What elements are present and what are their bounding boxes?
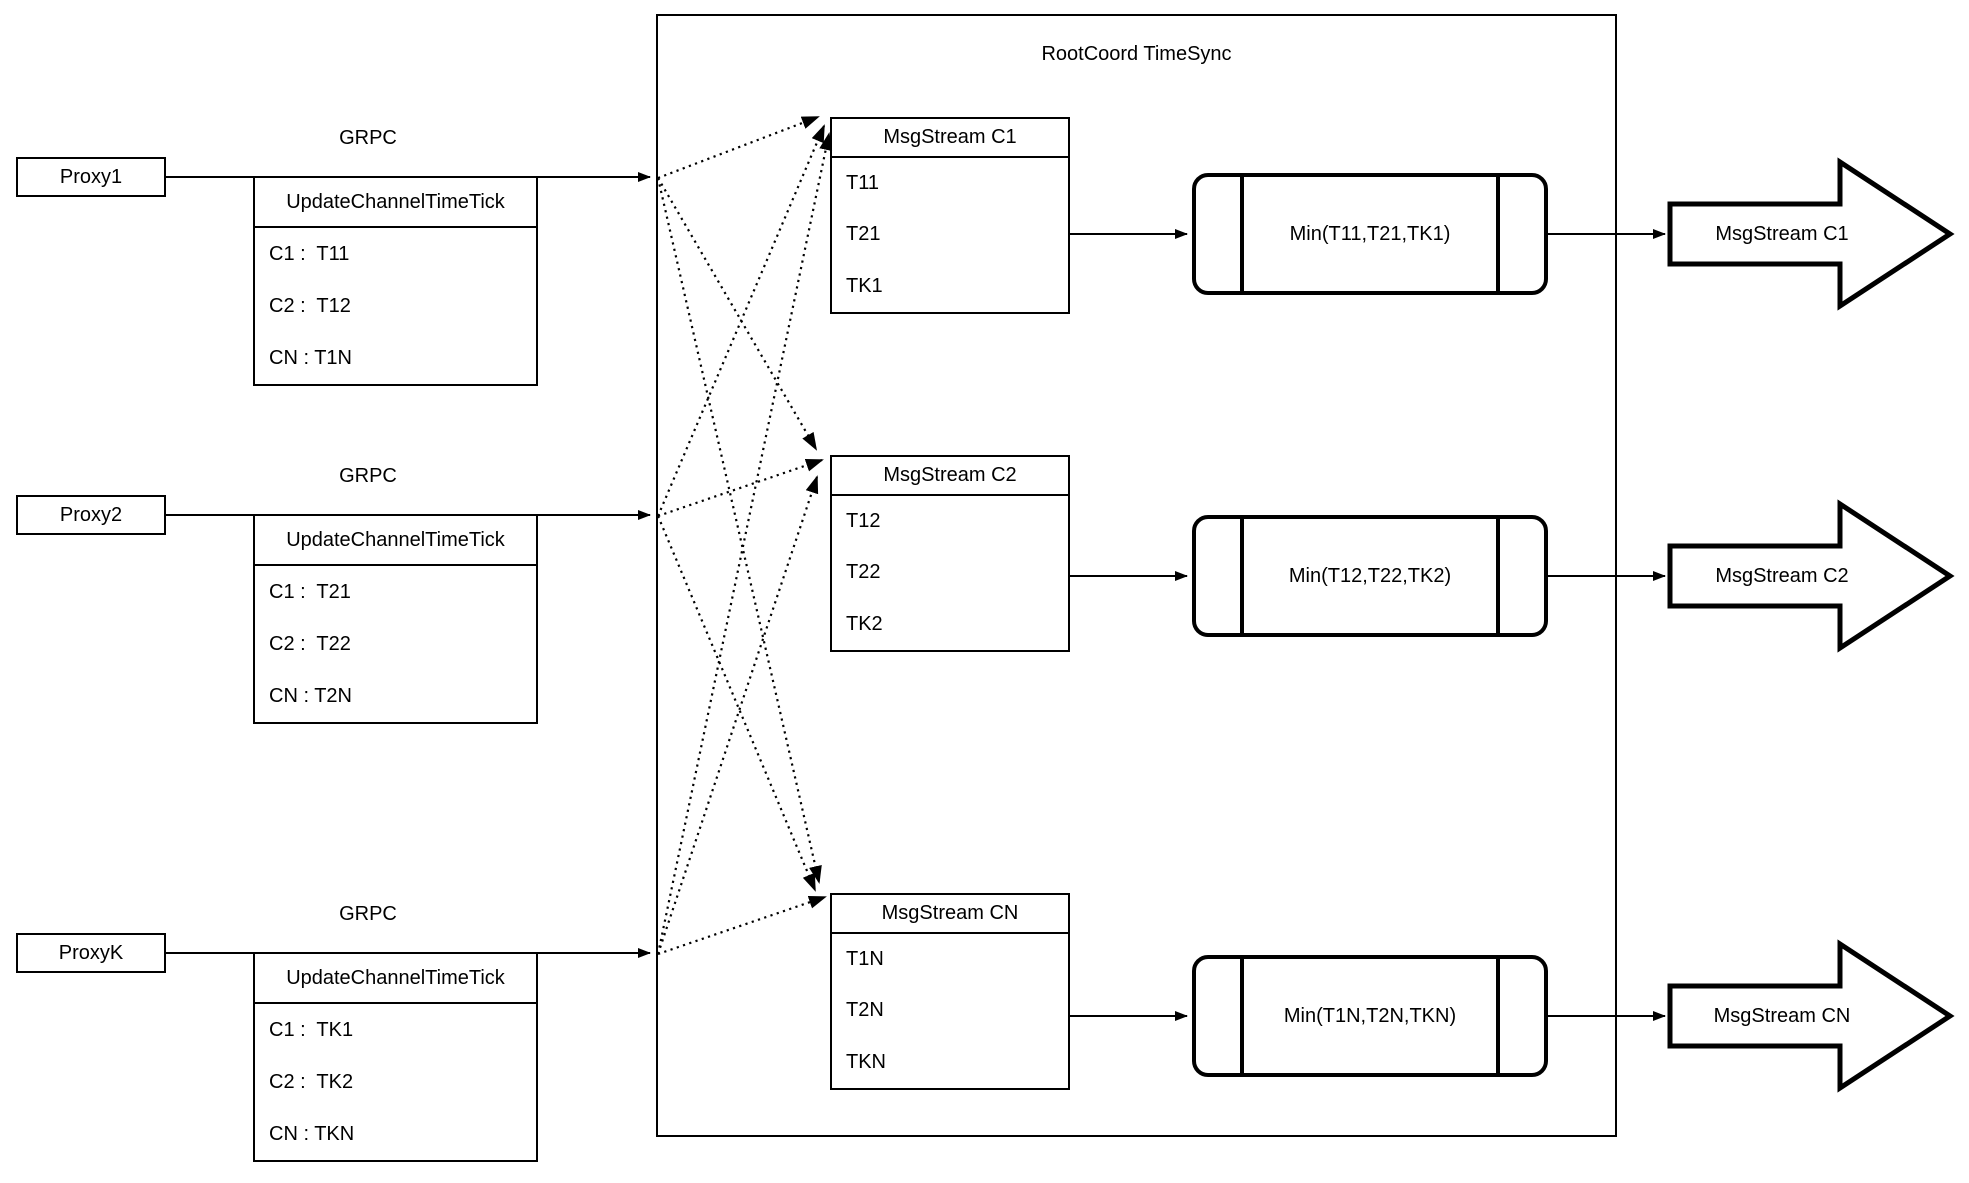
msgstream-cn-tick-1: T1N [846,948,884,971]
table1-row-cn: CN : T1N [269,346,352,369]
grpc-label-1: GRPC [339,126,397,149]
table3-row-c1: C1 : TK1 [269,1018,354,1041]
msgstream-c2-tick-1: T12 [846,510,881,533]
grpc-label-2: GRPC [339,464,397,487]
update-channel-timetick-table-2: UpdateChannelTimeTick C1 : T21 C2 : T22 … [253,514,538,724]
min-box-c1-right-divider [1496,177,1500,291]
rootcoord-title: RootCoord TimeSync [1041,42,1232,65]
grpc-label-3: GRPC [339,902,397,925]
msgstream-cn-tick-3: TKN [846,1050,886,1073]
table3-header: UpdateChannelTimeTick [255,954,536,1004]
msgstream-c1-header: MsgStream C1 [832,119,1068,158]
proxy2-label: Proxy2 [59,503,123,526]
min-box-c2-label: Min(T12,T22,TK2) [1288,564,1452,587]
min-box-cn-label: Min(T1N,T2N,TKN) [1283,1004,1457,1027]
table3-row-cn: CN : TKN [269,1122,355,1145]
msgstream-c1-tick-1: T11 [846,172,879,195]
table1-row-c1: C1 : T11 [269,242,350,265]
table3-row-c2: C2 : TK2 [269,1070,354,1093]
table2-header: UpdateChannelTimeTick [255,516,536,566]
min-box-c2-right-divider [1496,519,1500,633]
update-channel-timetick-table-3: UpdateChannelTimeTick C1 : TK1 C2 : TK2 … [253,952,538,1162]
msgstream-c2-box: MsgStream C2 T12 T22 TK2 [830,455,1070,652]
min-box-c2-left-divider [1240,519,1244,633]
msgstream-c1-tick-2: T21 [846,223,881,246]
min-box-cn: Min(T1N,T2N,TKN) [1192,955,1548,1077]
min-box-c1-left-divider [1240,177,1244,291]
table1-row-c2: C2 : T12 [269,294,351,317]
min-box-cn-right-divider [1496,959,1500,1073]
msgstream-c1-tick-3: TK1 [846,274,883,297]
proxy1-label: Proxy1 [59,165,123,188]
table1-header: UpdateChannelTimeTick [255,178,536,228]
proxyk-label: ProxyK [58,941,124,964]
proxy2-box: Proxy2 [16,495,166,535]
min-box-c1-label: Min(T11,T21,TK1) [1289,222,1451,245]
msgstream-c1-box: MsgStream C1 T11 T21 TK1 [830,117,1070,314]
msgstream-cn-header: MsgStream CN [832,895,1068,934]
table2-row-c1: C1 : T21 [269,580,351,603]
min-box-cn-left-divider [1240,959,1244,1073]
update-channel-timetick-table-1: UpdateChannelTimeTick C1 : T11 C2 : T12 … [253,176,538,386]
min-box-c2: Min(T12,T22,TK2) [1192,515,1548,637]
msgstream-cn-box: MsgStream CN T1N T2N TKN [830,893,1070,1090]
proxy1-box: Proxy1 [16,157,166,197]
msgstream-c2-header: MsgStream C2 [832,457,1068,496]
msgstream-cn-tick-2: T2N [846,999,884,1022]
table2-row-cn: CN : T2N [269,684,352,707]
min-box-c1: Min(T11,T21,TK1) [1192,173,1548,295]
msgstream-c2-tick-2: T22 [846,561,881,584]
table2-row-c2: C2 : T22 [269,632,351,655]
proxyk-box: ProxyK [16,933,166,973]
msgstream-c2-tick-3: TK2 [846,612,883,635]
